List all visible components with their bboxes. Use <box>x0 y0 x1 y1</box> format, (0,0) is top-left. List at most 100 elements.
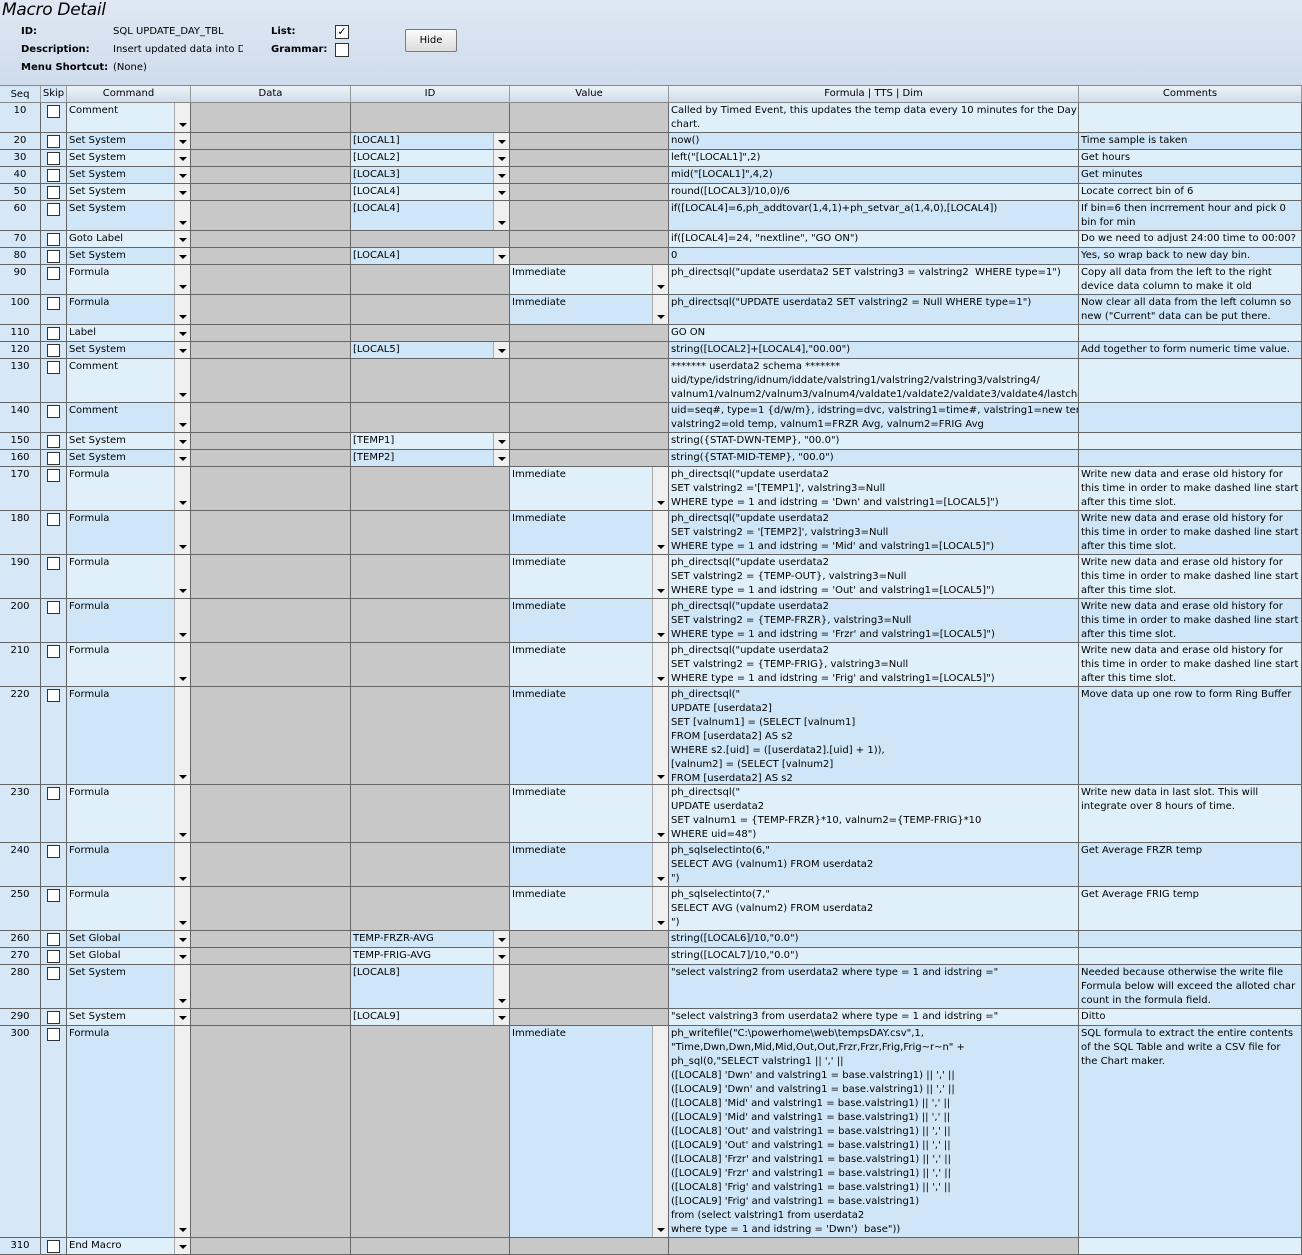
command-dropdown[interactable]: Comment <box>67 359 191 402</box>
id-dropdown[interactable]: TEMP-FRZR-AVG <box>351 931 510 947</box>
chevron-down-icon[interactable] <box>174 965 190 1008</box>
id-dropdown[interactable]: [LOCAL4] <box>351 248 510 264</box>
comment-cell[interactable]: Write new data in last slot. This will i… <box>1079 785 1302 842</box>
formula-cell[interactable]: now() <box>669 133 1079 149</box>
chevron-down-icon[interactable] <box>174 150 190 166</box>
chevron-down-icon[interactable] <box>493 184 509 200</box>
chevron-down-icon[interactable] <box>174 687 190 784</box>
comment-cell[interactable]: Ditto <box>1079 1009 1302 1025</box>
id-dropdown[interactable]: [TEMP1] <box>351 433 510 449</box>
comment-cell[interactable]: Get Average FRIG temp <box>1079 887 1302 930</box>
skip-checkbox[interactable] <box>47 469 60 482</box>
skip-checkbox[interactable] <box>47 361 60 374</box>
formula-cell[interactable]: if([LOCAL4]=6,ph_addtovar(1,4,1)+ph_setv… <box>669 201 1079 230</box>
formula-cell[interactable]: string({STAT-DWN-TEMP}, "00.0") <box>669 433 1079 449</box>
id-dropdown[interactable]: [LOCAL5] <box>351 342 510 358</box>
formula-cell[interactable]: "select valstring3 from userdata2 where … <box>669 1009 1079 1025</box>
formula-cell[interactable]: ph_directsql("UPDATE userdata2 SET valst… <box>669 295 1079 324</box>
comment-cell[interactable] <box>1079 103 1302 132</box>
value-dropdown[interactable]: Immediate <box>510 785 669 842</box>
chevron-down-icon[interactable] <box>493 1009 509 1025</box>
comment-cell[interactable] <box>1079 450 1302 466</box>
skip-checkbox[interactable] <box>47 1240 60 1253</box>
comment-cell[interactable]: Needed because otherwise the write file … <box>1079 965 1302 1008</box>
id-dropdown[interactable]: [LOCAL9] <box>351 1009 510 1025</box>
formula-cell[interactable]: ph_writefile("C:\powerhome\web\tempsDAY.… <box>669 1026 1079 1237</box>
command-dropdown[interactable]: Formula <box>67 599 191 642</box>
command-dropdown[interactable]: Goto Label <box>67 231 191 247</box>
command-dropdown[interactable]: Formula <box>67 643 191 686</box>
formula-cell[interactable]: ph_directsql("update userdata2 SET valst… <box>669 599 1079 642</box>
command-dropdown[interactable]: Label <box>67 325 191 341</box>
chevron-down-icon[interactable] <box>174 467 190 510</box>
command-dropdown[interactable]: Set System <box>67 133 191 149</box>
formula-cell[interactable]: ph_directsql("update userdata2 SET valst… <box>669 555 1079 598</box>
chevron-down-icon[interactable] <box>652 1026 668 1237</box>
comment-cell[interactable] <box>1079 325 1302 341</box>
skip-checkbox[interactable] <box>47 689 60 702</box>
skip-checkbox[interactable] <box>47 787 60 800</box>
skip-checkbox[interactable] <box>47 845 60 858</box>
value-dropdown[interactable]: Immediate <box>510 511 669 554</box>
skip-checkbox[interactable] <box>47 452 60 465</box>
skip-checkbox[interactable] <box>47 950 60 963</box>
chevron-down-icon[interactable] <box>174 1009 190 1025</box>
skip-checkbox[interactable] <box>47 513 60 526</box>
hide-button[interactable]: Hide <box>405 29 457 52</box>
id-dropdown[interactable]: [LOCAL4] <box>351 184 510 200</box>
comment-cell[interactable]: Yes, so wrap back to new day bin. <box>1079 248 1302 264</box>
column-header-seq[interactable]: Seq <box>0 86 41 102</box>
value-dropdown[interactable]: Immediate <box>510 265 669 294</box>
formula-cell[interactable]: ph_directsql(" UPDATE userdata2 SET valn… <box>669 785 1079 842</box>
chevron-down-icon[interactable] <box>174 555 190 598</box>
skip-checkbox[interactable] <box>47 645 60 658</box>
skip-checkbox[interactable] <box>47 267 60 280</box>
command-dropdown[interactable]: Formula <box>67 511 191 554</box>
formula-cell[interactable]: mid("[LOCAL1]",4,2) <box>669 167 1079 183</box>
chevron-down-icon[interactable] <box>493 433 509 449</box>
formula-cell[interactable]: ph_directsql("update userdata2 SET valst… <box>669 467 1079 510</box>
comment-cell[interactable] <box>1079 359 1302 402</box>
chevron-down-icon[interactable] <box>174 1238 190 1254</box>
skip-checkbox[interactable] <box>47 933 60 946</box>
value-dropdown[interactable]: Immediate <box>510 687 669 784</box>
skip-checkbox[interactable] <box>47 889 60 902</box>
chevron-down-icon[interactable] <box>174 931 190 947</box>
command-dropdown[interactable]: Comment <box>67 403 191 432</box>
command-dropdown[interactable]: End Macro <box>67 1238 191 1254</box>
command-dropdown[interactable]: Formula <box>67 265 191 294</box>
chevron-down-icon[interactable] <box>493 150 509 166</box>
column-header-value[interactable]: Value <box>510 86 669 102</box>
command-dropdown[interactable]: Set System <box>67 433 191 449</box>
comment-cell[interactable]: Locate correct bin of 6 <box>1079 184 1302 200</box>
id-dropdown[interactable]: [TEMP2] <box>351 450 510 466</box>
chevron-down-icon[interactable] <box>174 231 190 247</box>
value-dropdown[interactable]: Immediate <box>510 555 669 598</box>
chevron-down-icon[interactable] <box>652 599 668 642</box>
skip-checkbox[interactable] <box>47 435 60 448</box>
comment-cell[interactable]: Write new data and erase old history for… <box>1079 467 1302 510</box>
column-header-id[interactable]: ID <box>351 86 510 102</box>
column-header-comments[interactable]: Comments <box>1079 86 1302 102</box>
